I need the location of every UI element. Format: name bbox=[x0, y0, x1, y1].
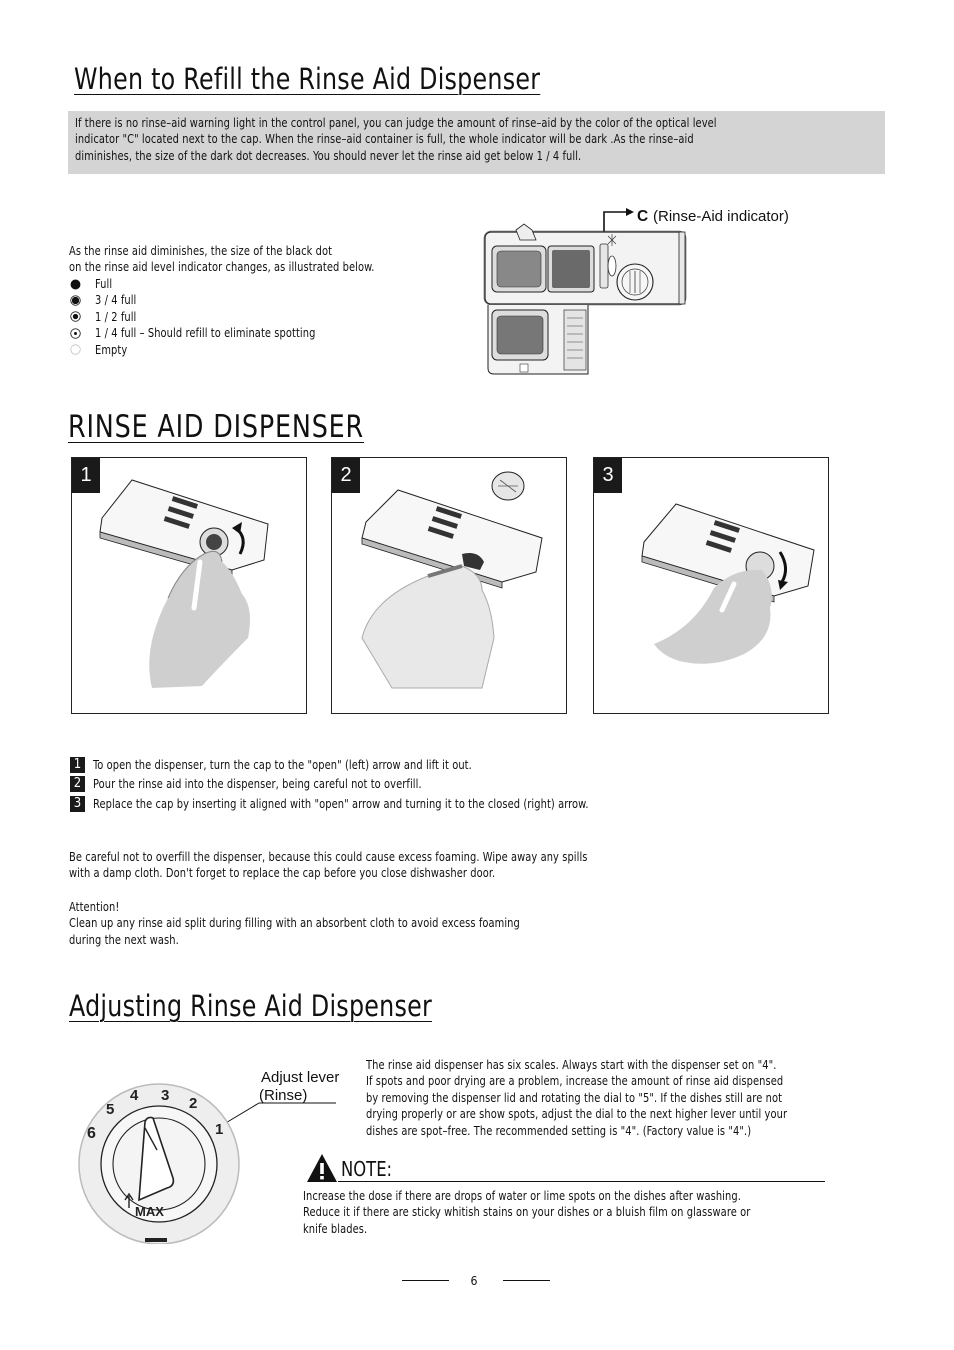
legend-item: Full bbox=[69, 276, 340, 292]
body-line: If spots and poor drying are a problem, … bbox=[366, 1074, 784, 1089]
section-title-adjusting: Adjusting Rinse Aid Dispenser bbox=[69, 989, 433, 1023]
rinse-label: (Rinse) bbox=[259, 1087, 307, 1104]
panel-number: 2 bbox=[332, 458, 360, 493]
level-legend: Full 3 / 4 full 1 / 2 full 1 / 4 full – … bbox=[69, 276, 340, 358]
full-dot-icon bbox=[70, 279, 81, 290]
attention-title: Attention! bbox=[69, 900, 120, 914]
step-item: 3 Replace the cap by inserting it aligne… bbox=[70, 794, 644, 814]
desc-line: As the rinse aid diminishes, the size of… bbox=[69, 244, 333, 258]
caution-text: Be careful not to overfill the dispenser… bbox=[69, 849, 588, 882]
attention-block: Attention! Clean up any rinse aid split … bbox=[69, 899, 520, 948]
adjust-lever-label: Adjust lever bbox=[261, 1069, 339, 1086]
step-number: 2 bbox=[70, 776, 85, 793]
step-item: 2 Pour the rinse aid into the dispenser,… bbox=[70, 775, 644, 795]
step-text: Pour the rinse aid into the dispenser, b… bbox=[93, 777, 422, 792]
step-text: To open the dispenser, turn the cap to t… bbox=[93, 757, 472, 772]
note-text: Increase the dose if there are drops of … bbox=[303, 1188, 750, 1237]
attention-line: Clean up any rinse aid split during fill… bbox=[69, 916, 520, 931]
info-line: diminishes, the size of the dark dot dec… bbox=[75, 148, 582, 163]
body-line: by removing the dispenser lid and rotati… bbox=[366, 1090, 783, 1105]
body-line: dishes are spot–free. The recommended se… bbox=[366, 1123, 752, 1138]
step-item: 1 To open the dispenser, turn the cap to… bbox=[70, 755, 644, 775]
footer-rule-right bbox=[503, 1280, 550, 1281]
dispenser-diagram: C (Rinse-Aid indicator) bbox=[483, 208, 789, 375]
illustration-panel-3: 3 bbox=[593, 457, 829, 714]
dial-number: 4 bbox=[130, 1087, 139, 1104]
legend-label: Empty bbox=[95, 342, 128, 357]
empty-dot-icon bbox=[70, 344, 81, 355]
body-line: The rinse aid dispenser has six scales. … bbox=[366, 1058, 777, 1072]
note-divider bbox=[338, 1181, 825, 1183]
legend-label: 1 / 4 full – Should refill to eliminate … bbox=[95, 326, 316, 341]
legend-item: 1 / 2 full bbox=[69, 309, 340, 325]
legend-item: 1 / 4 full – Should refill to eliminate … bbox=[69, 325, 340, 341]
illustration-panel-2: 2 bbox=[331, 457, 567, 714]
level-description: As the rinse aid diminishes, the size of… bbox=[69, 243, 374, 276]
panel-number: 3 bbox=[594, 458, 622, 493]
adjust-body-text: The rinse aid dispenser has six scales. … bbox=[366, 1057, 787, 1139]
pour-rinse-aid-illustration bbox=[361, 471, 543, 689]
open-cap-illustration bbox=[99, 479, 269, 688]
indicator-letter: C bbox=[637, 208, 648, 225]
caution-line: with a damp cloth. Don't forget to repla… bbox=[69, 866, 496, 881]
legend-item: 3 / 4 full bbox=[69, 292, 340, 308]
legend-label: 1 / 2 full bbox=[95, 309, 137, 324]
step-number: 3 bbox=[70, 795, 85, 812]
step-text: Replace the cap by inserting it aligned … bbox=[93, 796, 589, 811]
adjust-dial-diagram: Adjust lever (Rinse) 1 2 3 4 5 6 MAX bbox=[78, 1069, 339, 1244]
footer-rule-left bbox=[402, 1280, 449, 1281]
note-line: knife blades. bbox=[303, 1221, 368, 1236]
panel-number: 1 bbox=[72, 458, 100, 493]
three-quarter-dot-icon bbox=[70, 295, 81, 306]
info-box: If there is no rinse–aid warning light i… bbox=[68, 111, 885, 174]
dial-number: 2 bbox=[189, 1095, 197, 1112]
steps-list: 1 To open the dispenser, turn the cap to… bbox=[70, 755, 644, 814]
dial-number: 5 bbox=[106, 1101, 114, 1118]
dial-number: 3 bbox=[161, 1087, 169, 1104]
dial-number: 1 bbox=[215, 1121, 223, 1138]
step-number: 1 bbox=[70, 756, 85, 773]
section-title-refill: When to Refill the Rinse Aid Dispenser bbox=[74, 62, 541, 96]
attention-line: during the next wash. bbox=[69, 932, 179, 947]
illustration-panel-1: 1 bbox=[71, 457, 307, 714]
dial-number: 6 bbox=[87, 1125, 96, 1142]
desc-line: on the rinse aid level indicator changes… bbox=[69, 260, 375, 275]
note-title: NOTE: bbox=[341, 1157, 393, 1181]
legend-label: 3 / 4 full bbox=[95, 293, 137, 308]
quarter-dot-icon bbox=[70, 328, 81, 339]
page-number: 6 bbox=[470, 1274, 478, 1288]
legend-item: Empty bbox=[69, 342, 340, 358]
half-dot-icon bbox=[70, 311, 81, 323]
info-line: If there is no rinse–aid warning light i… bbox=[75, 116, 717, 130]
caution-line: Be careful not to overfill the dispenser… bbox=[69, 850, 588, 864]
warning-icon bbox=[307, 1154, 337, 1182]
note-line: Reduce it if there are sticky whitish st… bbox=[303, 1205, 751, 1220]
close-cap-illustration bbox=[641, 503, 815, 664]
info-line: indicator "C" located next to the cap. W… bbox=[75, 132, 694, 147]
info-text: If there is no rinse–aid warning light i… bbox=[75, 115, 717, 164]
legend-label: Full bbox=[95, 277, 113, 291]
section-title-rinse-aid-dispenser: RINSE AID DISPENSER bbox=[68, 409, 365, 445]
indicator-label: (Rinse-Aid indicator) bbox=[653, 208, 789, 225]
note-line: Increase the dose if there are drops of … bbox=[303, 1189, 741, 1203]
body-line: drying properly or are show spots, adjus… bbox=[366, 1107, 788, 1122]
dial-max-label: MAX bbox=[135, 1204, 164, 1219]
